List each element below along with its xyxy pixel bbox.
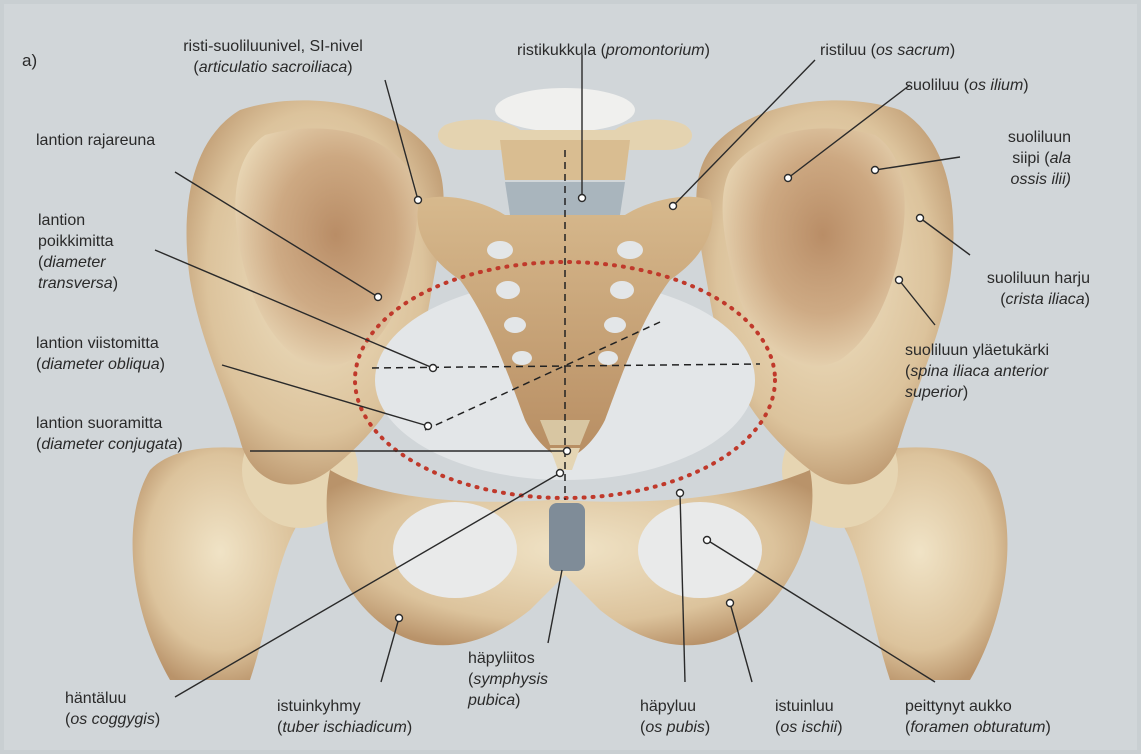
- symphysis-cartilage: [549, 503, 585, 571]
- label-si-joint: risti-suoliluunivel, SI-nivel (articulat…: [138, 36, 408, 78]
- left-obturator-foramen: [393, 502, 517, 598]
- ischial-tuberosity-name: istuinkyhmy: [277, 696, 412, 717]
- label-pelvic-brim: lantion rajareuna: [36, 130, 155, 151]
- figure-letter: a): [22, 50, 37, 71]
- transverse-line4: transversa: [38, 275, 113, 292]
- iliac-crest-name: suoliluun harju: [918, 268, 1090, 289]
- ischial-tuberosity-latin: tuber ischiadicum: [282, 719, 407, 736]
- oblique-name: lantion viistomitta: [36, 333, 165, 354]
- coccyx-latin: os coggygis: [70, 711, 155, 728]
- obturator-latin: foramen obturatum: [910, 719, 1045, 736]
- symphysis-latin1: symphysis: [473, 671, 548, 688]
- label-coccyx: häntäluu (os coggygis): [65, 688, 160, 730]
- conjugate-latin: diameter conjugata: [41, 436, 177, 453]
- asis-latin1: spina iliaca anterior: [910, 363, 1048, 380]
- promontory-name: ristikukkula: [517, 42, 596, 59]
- label-iliac-crest: suoliluun harju (crista iliaca): [918, 268, 1090, 310]
- coccyx-name: häntäluu: [65, 688, 160, 709]
- label-pubic-symphysis: häpyliitos (symphysis pubica): [468, 648, 548, 711]
- pubis-latin: os pubis: [645, 719, 705, 736]
- label-ischial-tuberosity: istuinkyhmy (tuber ischiadicum): [277, 696, 412, 738]
- label-ischium: istuinluu (os ischii): [775, 696, 843, 738]
- obturator-name: peittynyt aukko: [905, 696, 1051, 717]
- asis-name: suoliluun yläetukärki: [905, 340, 1049, 361]
- ischium-latin: os ischii: [780, 719, 837, 736]
- iliac-wing-line1: suoliluun: [955, 127, 1071, 148]
- iliac-wing-line3: ossis ilii): [955, 169, 1071, 190]
- conjugate-name: lantion suoramitta: [36, 413, 183, 434]
- sacrum-name: ristiluu: [820, 42, 866, 59]
- oblique-latin: diameter obliqua: [41, 356, 159, 373]
- label-ilium: suoliluu (os ilium): [905, 75, 1029, 96]
- label-promontory: ristikukkula (promontorium): [517, 40, 710, 61]
- label-pubis: häpyluu (os pubis): [640, 696, 710, 738]
- ilium-latin: os ilium: [969, 77, 1023, 94]
- pubis-name: häpyluu: [640, 696, 710, 717]
- label-transverse-diameter: lantion poikkimitta (diameter transversa…: [38, 210, 118, 294]
- label-asis: suoliluun yläetukärki (spina iliaca ante…: [905, 340, 1049, 403]
- transverse-line1: lantion: [38, 210, 118, 231]
- symphysis-name: häpyliitos: [468, 648, 548, 669]
- sacrum-latin: os sacrum: [876, 42, 950, 59]
- asis-latin2: superior: [905, 384, 963, 401]
- si-joint-name: risti-suoliluunivel, SI-nivel: [138, 36, 408, 57]
- ischium-name: istuinluu: [775, 696, 843, 717]
- label-obturator-foramen: peittynyt aukko (foramen obturatum): [905, 696, 1051, 738]
- ilium-name: suoliluu: [905, 77, 959, 94]
- label-conjugate-diameter: lantion suoramitta (diameter conjugata): [36, 413, 183, 455]
- iliac-crest-latin: crista iliaca: [1006, 291, 1085, 308]
- iliac-wing-latin: ala: [1050, 150, 1071, 167]
- iliac-wing-line2: siipi (: [1012, 150, 1049, 167]
- label-sacrum: ristiluu (os sacrum): [820, 40, 955, 61]
- transverse-line2: poikkimitta: [38, 231, 118, 252]
- label-iliac-wing: suoliluun siipi (ala ossis ilii): [955, 127, 1071, 190]
- transverse-line3: diameter: [43, 254, 105, 271]
- right-obturator-foramen: [638, 502, 762, 598]
- promontory-latin: promontorium: [606, 42, 705, 59]
- si-joint-latin: articulatio sacroiliaca: [199, 59, 348, 76]
- label-oblique-diameter: lantion viistomitta (diameter obliqua): [36, 333, 165, 375]
- symphysis-latin2: pubica: [468, 692, 515, 709]
